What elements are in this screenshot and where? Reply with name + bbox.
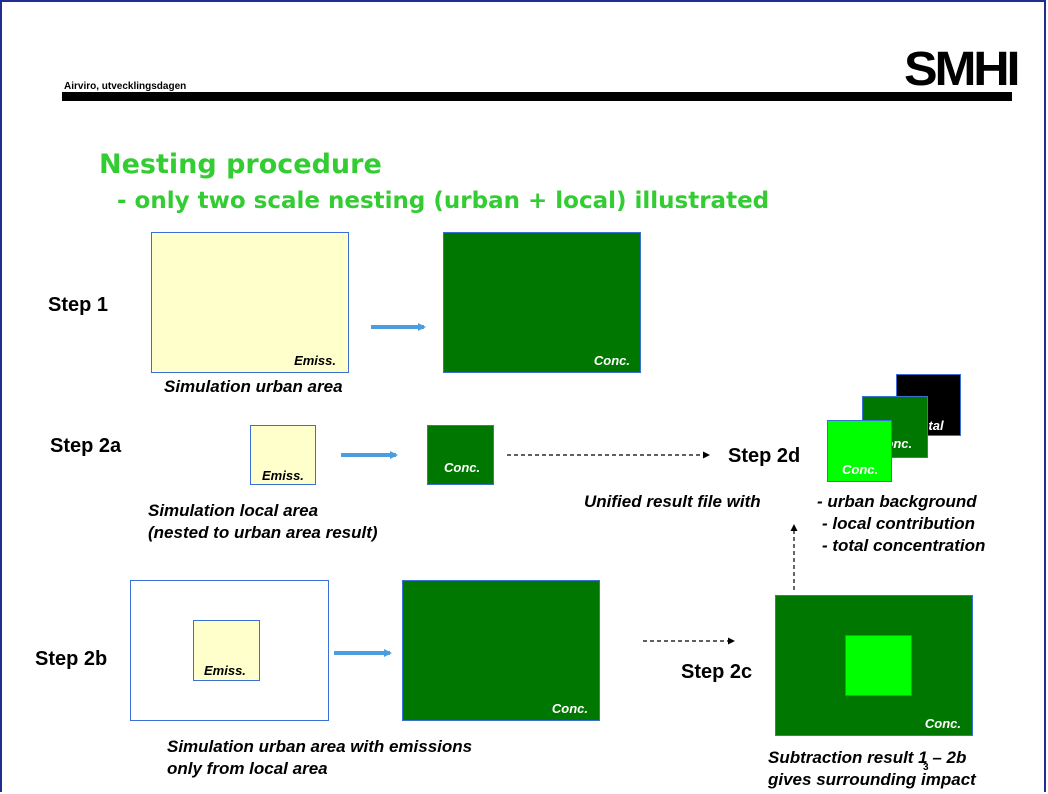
step2b-conc-label: Conc. (551, 701, 588, 716)
step2a-concentration-grid: Conc. (427, 425, 494, 485)
step-2b-label: Step 2b (35, 648, 108, 670)
step2c-caption-line2: gives surrounding impact (768, 770, 976, 789)
header-subtitle: Airviro, utvecklingsdagen (64, 81, 187, 92)
step1-caption: Simulation urban area (164, 377, 343, 396)
step2c-caption-line1: Subtraction result 1 – 2b (768, 748, 967, 767)
step2b-emission-area: Emiss. (193, 620, 260, 681)
step2c-local-area (845, 635, 912, 696)
step2c-caption: Subtraction result 1 – 2b gives surround… (768, 747, 976, 791)
step2d-background-grid: Conc. (827, 420, 892, 482)
step2c-conc-label: Conc. (924, 716, 961, 731)
step2b-domain-grid: Emiss. (130, 580, 329, 721)
step1-emission-grid: Emiss. (151, 232, 349, 373)
step-2a-label: Step 2a (50, 435, 122, 457)
step1-conc-label: Conc. (593, 353, 630, 368)
step2a-emiss-label: Emiss. (262, 468, 304, 483)
header-rule (62, 92, 1012, 101)
slide-title: Nesting procedure (99, 149, 382, 180)
step2c-subtraction-grid: Conc. (775, 595, 973, 736)
step2a-emission-grid: Emiss. (250, 425, 316, 485)
step1-concentration-grid: Conc. (443, 232, 641, 373)
step2b-caption: Simulation urban area with emissions onl… (167, 736, 472, 780)
page-number: 3 (923, 762, 929, 773)
step-2d-label: Step 2d (728, 445, 801, 467)
unified-item-total: - total concentration (822, 536, 986, 555)
step2b-concentration-grid: Conc. (402, 580, 600, 721)
step2a-caption-line2: (nested to urban area result) (148, 523, 378, 542)
unified-item-urban: - urban background (817, 492, 977, 511)
step2d-conc-label-2: Conc. (842, 462, 879, 477)
step2b-caption-line1: Simulation urban area with emissions (167, 737, 473, 756)
step2b-emiss-label: Emiss. (204, 663, 246, 678)
step2a-caption: Simulation local area (nested to urban a… (148, 500, 378, 544)
step2a-conc-label: Conc. (444, 460, 481, 475)
slide-subtitle: - only two scale nesting (urban + local)… (117, 188, 770, 214)
smhi-logo: SMHI (904, 43, 1021, 96)
unified-result-caption: Unified result file with (584, 492, 761, 511)
step1-emiss-label: Emiss. (294, 353, 336, 368)
step-2c-label: Step 2c (681, 661, 753, 683)
step2a-caption-line1: Simulation local area (148, 501, 319, 520)
step-1-label: Step 1 (48, 294, 109, 316)
unified-item-local: - local contribution (822, 514, 975, 533)
unified-result-list: - urban background - local contribution … (817, 491, 985, 557)
step2b-caption-line2: only from local area (167, 759, 328, 778)
